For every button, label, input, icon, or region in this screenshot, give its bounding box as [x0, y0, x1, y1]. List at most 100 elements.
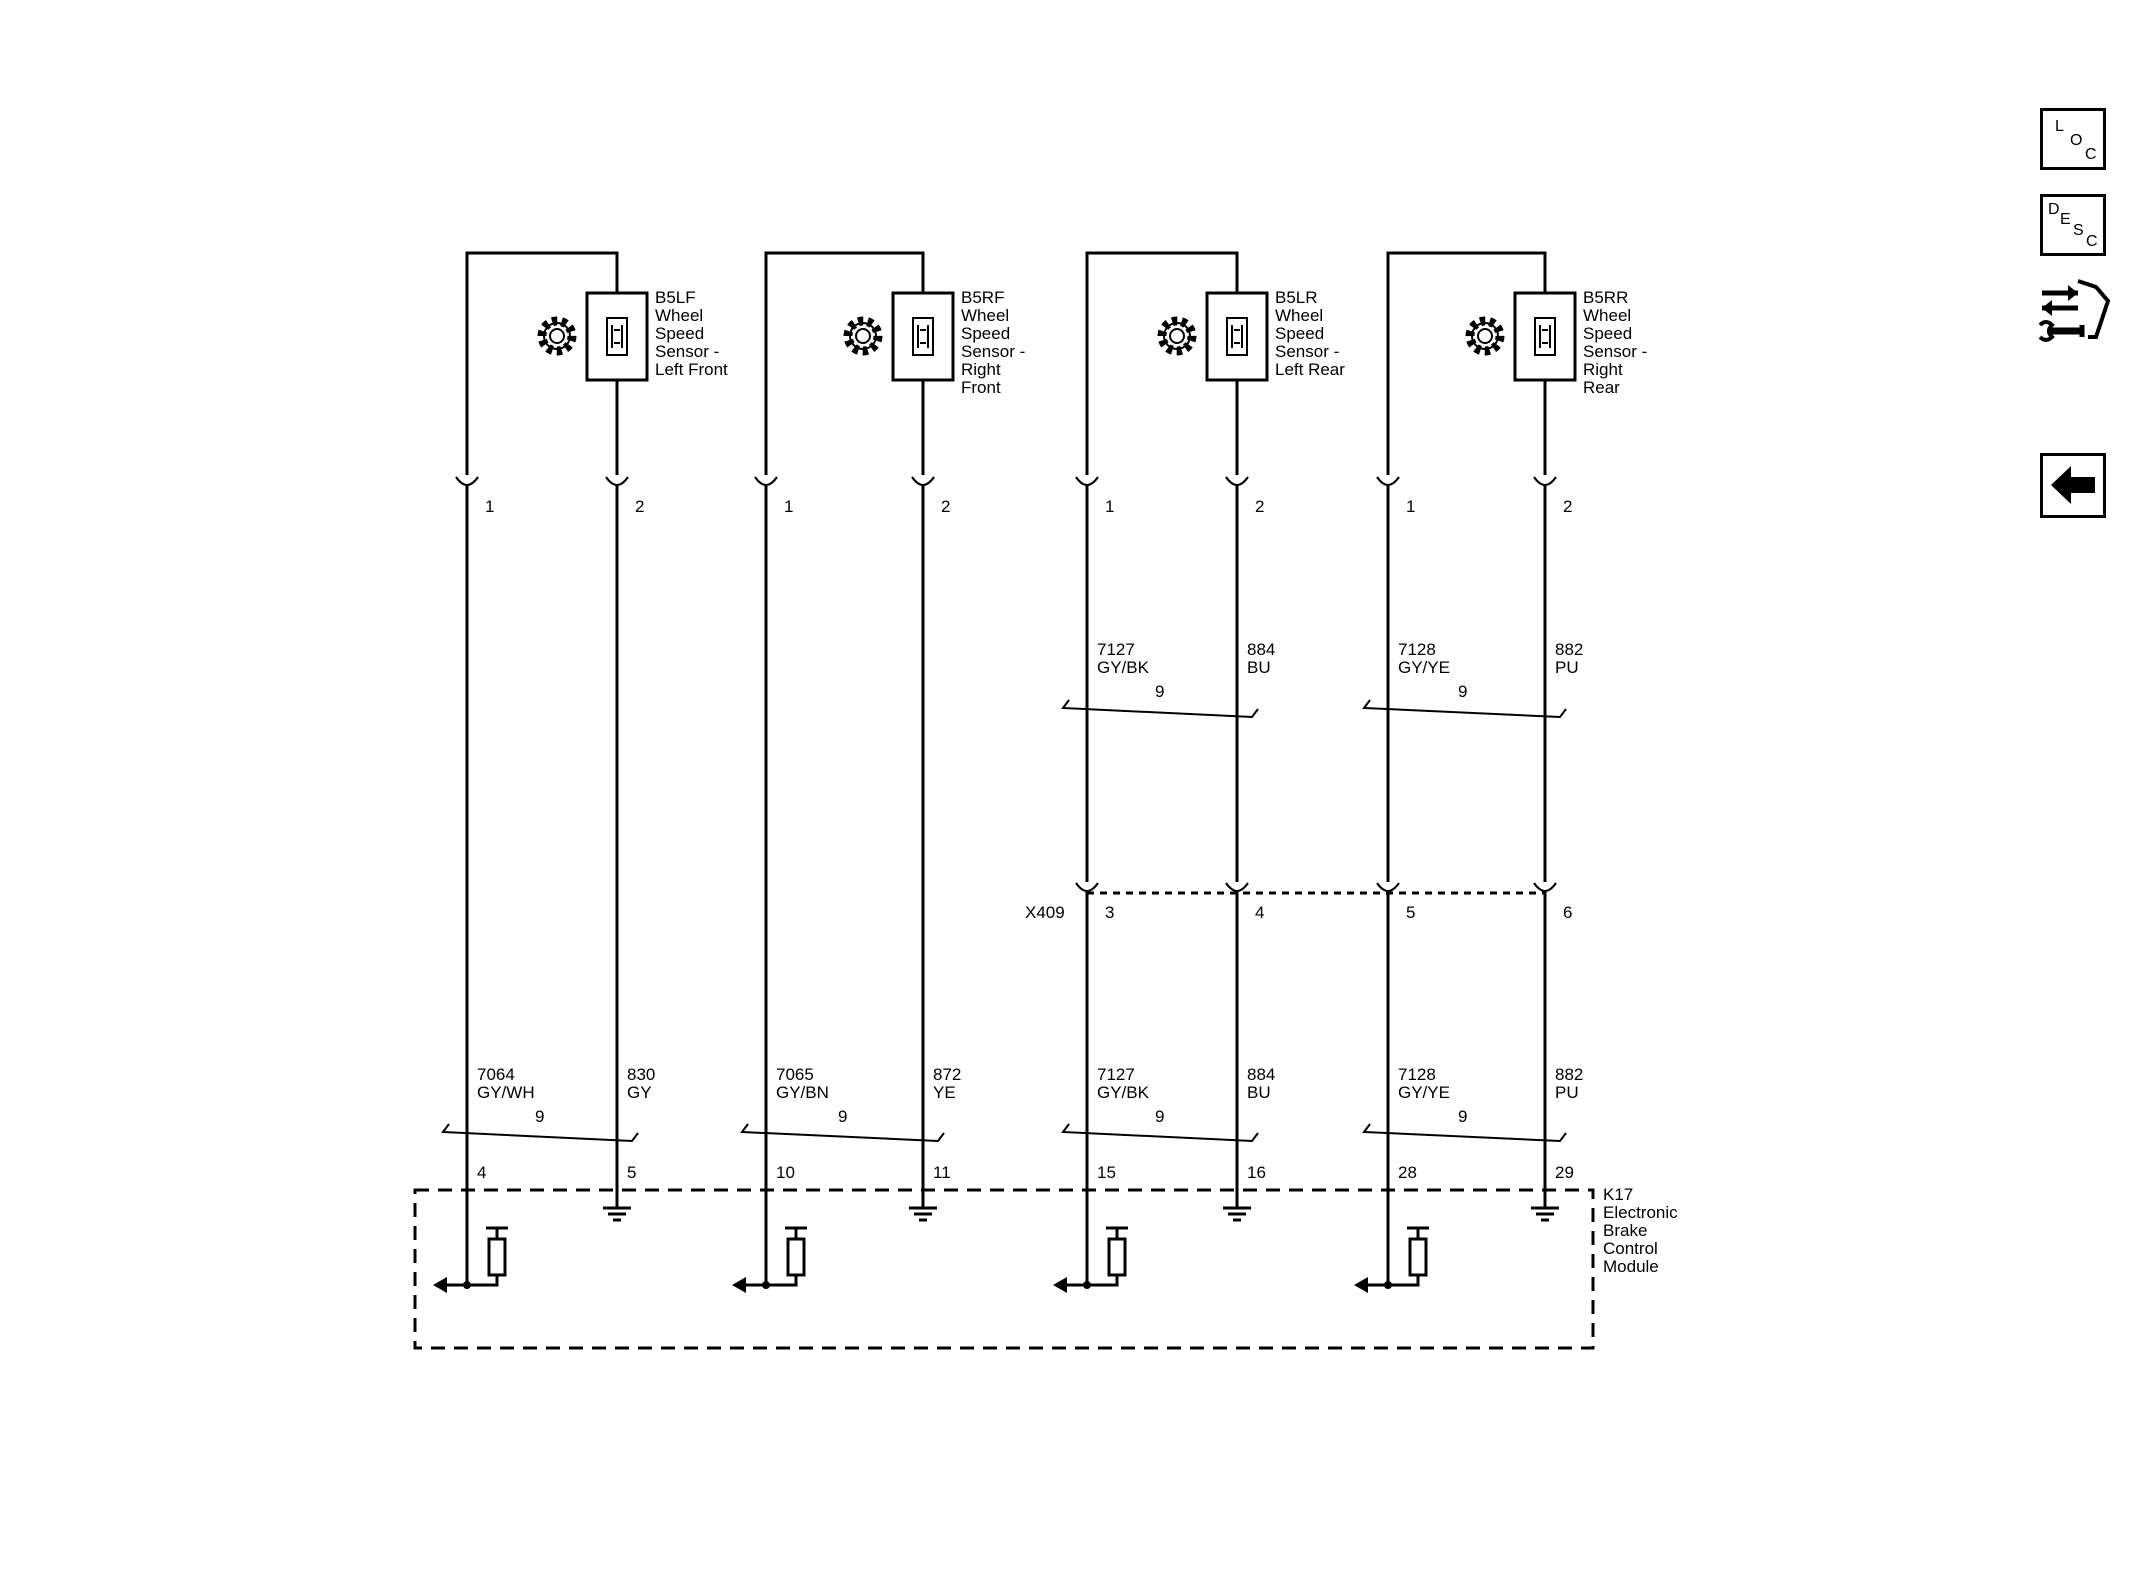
twisted-pair-marker [1061, 1123, 1259, 1143]
description-button[interactable]: D E S C [2040, 194, 2106, 256]
upper-twisted-pairs: 7127 GY/BK 884 BU 9 7128 GY/YE 882 PU 9 [1061, 640, 1583, 719]
module-input-circuit [433, 1226, 508, 1293]
terminal-cup [1376, 882, 1400, 892]
hall-sensor-icon [606, 317, 628, 356]
module-pin-label: 5 [627, 1163, 636, 1182]
ground-icon [909, 1200, 937, 1222]
module-pin-label: 29 [1555, 1163, 1574, 1182]
hall-sensor-icon [1534, 317, 1556, 356]
gear-icon [537, 316, 577, 356]
module-k17: K17 Electronic Brake Control Module [413, 1185, 1678, 1350]
loc-letter: C [2085, 146, 2097, 163]
module-pin-label: 10 [776, 1163, 795, 1182]
twist-count: 9 [1155, 682, 1164, 701]
gear-icon [1465, 316, 1505, 356]
twist-count: 9 [1458, 682, 1467, 701]
sensor-connector-terminals: 1 2 1 2 1 2 1 2 [455, 476, 1572, 516]
wire-color: GY [627, 1083, 652, 1102]
twisted-pair-marker [1362, 699, 1567, 719]
inline-connector-x409: X409 3 4 5 6 [1025, 882, 1572, 922]
sensor-desc-line: Sensor - [1275, 342, 1339, 361]
module-desc-line: Module [1603, 1257, 1659, 1276]
sensor-desc-line: Wheel [961, 306, 1009, 325]
ground-icon [1223, 1200, 1251, 1222]
loc-letter: L [2055, 118, 2064, 135]
sensor-desc-line: Wheel [1583, 306, 1631, 325]
hall-sensor-icon [912, 317, 934, 356]
back-button[interactable] [2040, 453, 2106, 518]
location-button[interactable]: L O C [2040, 108, 2106, 170]
sensor-desc-line: Left Front [655, 360, 728, 379]
connector-id: X409 [1025, 903, 1065, 922]
pin-label: 1 [1406, 497, 1415, 516]
connector-wrench-icon[interactable] [2038, 275, 2112, 355]
desc-letter: E [2060, 211, 2071, 228]
terminal-cup [754, 476, 778, 486]
wire-color: GY/WH [477, 1083, 535, 1102]
hall-sensor-icon [1226, 317, 1248, 356]
gear-icon [843, 316, 883, 356]
pin-label: 3 [1105, 903, 1114, 922]
sensor-body [1205, 291, 1269, 382]
wire-color: PU [1555, 658, 1579, 677]
circuit-number: 882 [1555, 1065, 1583, 1084]
twist-count: 9 [1155, 1107, 1164, 1126]
circuit-number: 7127 [1097, 1065, 1135, 1084]
circuit-number: 884 [1247, 640, 1275, 659]
module-pin-label: 16 [1247, 1163, 1266, 1182]
circuit-number: 7064 [477, 1065, 515, 1084]
sensor-group-b5rf: B5RF Wheel Speed Sensor - Right Front [764, 251, 1025, 475]
module-desc-line: Brake [1603, 1221, 1647, 1240]
wire-color: BU [1247, 658, 1271, 677]
module-desc-line: Electronic [1603, 1203, 1678, 1222]
module-input-circuit [732, 1226, 807, 1293]
twisted-pair-marker [1061, 699, 1259, 719]
sensor-desc-line: Wheel [655, 306, 703, 325]
desc-letter: D [2048, 201, 2060, 218]
wire-color: GY/YE [1398, 658, 1450, 677]
pin-label: 1 [485, 497, 494, 516]
sensor-desc-line: Speed [961, 324, 1010, 343]
back-arrow-icon [2051, 466, 2095, 504]
module-pin-label: 4 [477, 1163, 486, 1182]
module-pin-label: 28 [1398, 1163, 1417, 1182]
module-input-circuit [1354, 1226, 1429, 1293]
ground-icon [603, 1200, 631, 1222]
sensor-desc-line: Right [961, 360, 1001, 379]
pin-label: 2 [941, 497, 950, 516]
circuit-number: 884 [1247, 1065, 1275, 1084]
twist-count: 9 [1458, 1107, 1467, 1126]
twist-count: 9 [838, 1107, 847, 1126]
wire-color: PU [1555, 1083, 1579, 1102]
sensor-id: B5LF [655, 288, 696, 307]
wire-color: YE [933, 1083, 956, 1102]
sensor-body [1513, 291, 1577, 382]
twisted-pair-marker [441, 1123, 639, 1143]
terminal-cup [1533, 476, 1557, 486]
pin-label: 4 [1255, 903, 1264, 922]
terminal-cup [1533, 882, 1557, 892]
sensor-group-b5lf: B5LF Wheel Speed Sensor - Left Front [465, 251, 728, 475]
sensor-body [585, 291, 649, 382]
sensor-group-b5lr: B5LR Wheel Speed Sensor - Left Rear [1085, 251, 1345, 475]
pin-label: 5 [1406, 903, 1415, 922]
wire-color: GY/YE [1398, 1083, 1450, 1102]
circuit-number: 7065 [776, 1065, 814, 1084]
sensor-desc-line: Speed [1583, 324, 1632, 343]
terminal-cup [605, 476, 629, 486]
sensor-id: B5RR [1583, 288, 1628, 307]
pin-label: 2 [1563, 497, 1572, 516]
sensor-desc-line: Sensor - [1583, 342, 1647, 361]
twist-count: 9 [535, 1107, 544, 1126]
sensor-desc-line: Right [1583, 360, 1623, 379]
sensor-desc-line: Speed [1275, 324, 1324, 343]
sensor-desc-line: Sensor - [655, 342, 719, 361]
desc-letter: C [2086, 233, 2098, 250]
circuit-number: 882 [1555, 640, 1583, 659]
pin-label: 1 [1105, 497, 1114, 516]
circuit-number: 7127 [1097, 640, 1135, 659]
sensor-group-b5rr: B5RR Wheel Speed Sensor - Right Rear [1386, 251, 1647, 475]
sensor-id: B5LR [1275, 288, 1318, 307]
loc-letter: O [2070, 132, 2083, 149]
module-boundary [413, 1188, 1595, 1350]
